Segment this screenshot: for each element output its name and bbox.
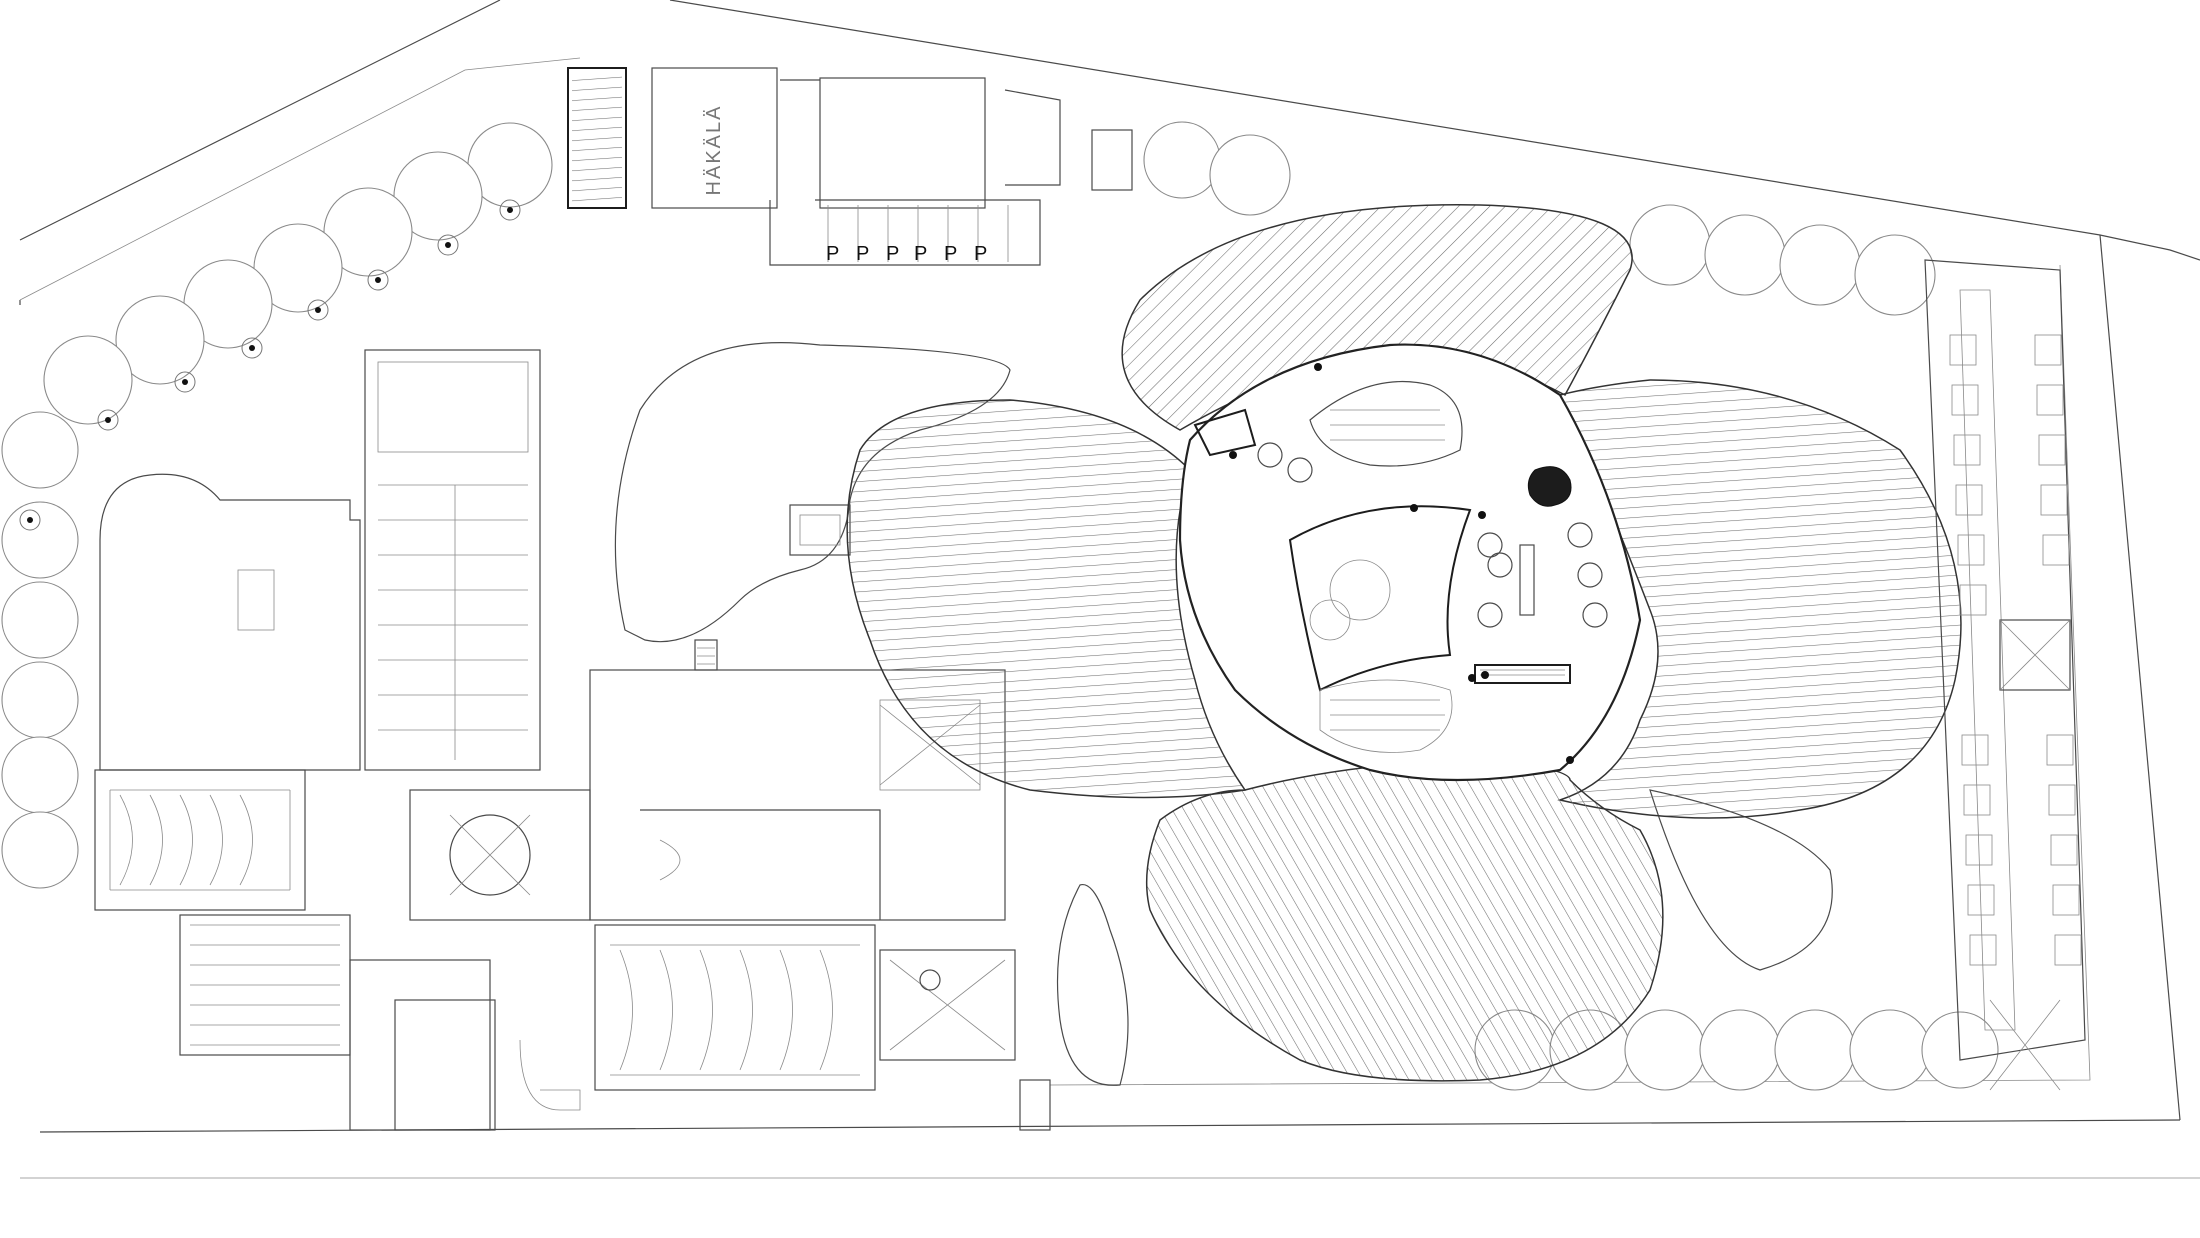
parking-label: P bbox=[856, 243, 869, 265]
street-trees-left bbox=[1, 122, 553, 889]
pavilion-roof-petals bbox=[846, 204, 1962, 1082]
columns bbox=[1229, 363, 1574, 764]
sculpture bbox=[1527, 466, 1572, 507]
parking-area bbox=[567, 67, 1133, 266]
parking-label: P bbox=[886, 243, 899, 265]
east-building bbox=[1924, 259, 2086, 1091]
east-building-bays bbox=[1949, 334, 2082, 966]
parking-label: P bbox=[974, 243, 987, 265]
courtyard-stair bbox=[694, 639, 718, 671]
petal-south bbox=[1145, 759, 1664, 1082]
historic-building bbox=[94, 349, 1051, 1131]
street-trees-right bbox=[1143, 121, 1936, 316]
pavilion-interior bbox=[1178, 343, 1642, 782]
parking-label: P bbox=[944, 243, 957, 265]
courtyard-ponds bbox=[614, 342, 1833, 1086]
parking-sign: HÄKÄLÄ bbox=[703, 105, 725, 196]
parking-label: P bbox=[826, 243, 839, 265]
petal-west bbox=[846, 399, 1247, 799]
parking-labels: P P P P P P bbox=[826, 243, 987, 265]
seating-clusters bbox=[1257, 442, 1608, 628]
petal-east bbox=[1557, 379, 1962, 819]
tree-trunk-dots bbox=[19, 199, 521, 531]
parking-label: P bbox=[914, 243, 927, 265]
